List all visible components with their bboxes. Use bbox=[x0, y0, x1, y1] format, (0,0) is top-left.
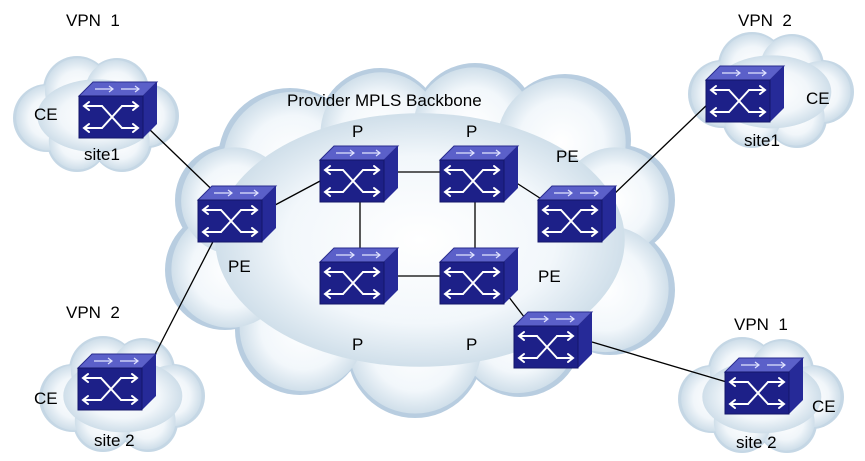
p-label-bottom-right: P bbox=[466, 335, 477, 354]
vpn-label-bottom-left: VPN 2 bbox=[66, 303, 120, 322]
ce-label-bottom-left: CE bbox=[34, 389, 58, 408]
backbone-title: Provider MPLS Backbone bbox=[287, 91, 482, 110]
p-label-top-right: P bbox=[466, 122, 477, 141]
vpn-label-top-left: VPN 1 bbox=[66, 11, 120, 30]
switch-icon-ce-vpn1-site1[interactable] bbox=[78, 81, 158, 139]
vpn-label-top-right: VPN 2 bbox=[738, 11, 792, 30]
switch-icon-pe-left[interactable] bbox=[197, 185, 277, 243]
switch-icon-p-top-left[interactable] bbox=[319, 145, 399, 203]
site-label-bottom-left: site 2 bbox=[94, 431, 135, 450]
site-label-bottom-right: site 2 bbox=[736, 433, 777, 452]
site-label-top-right: site1 bbox=[744, 131, 780, 150]
switch-icon-p-bottom-left[interactable] bbox=[319, 247, 399, 305]
ce-label-bottom-right: CE bbox=[812, 397, 836, 416]
switch-icon-p-top-right[interactable] bbox=[439, 145, 519, 203]
switch-icon-p-bottom-right[interactable] bbox=[439, 247, 519, 305]
pe-label-mid-right: PE bbox=[538, 267, 561, 286]
p-label-bottom-left: P bbox=[352, 335, 363, 354]
ce-label-top-right: CE bbox=[806, 89, 830, 108]
switch-icon-ce-vpn1-site2[interactable] bbox=[724, 357, 804, 415]
link-pe-mr-ce-vpn1s2 bbox=[591, 341, 731, 384]
site-label-top-left: site1 bbox=[84, 145, 120, 164]
p-label-top-left: P bbox=[352, 122, 363, 141]
switch-icon-ce-vpn2-site2[interactable] bbox=[77, 353, 157, 411]
pe-label-left: PE bbox=[228, 257, 251, 276]
link-pe-tr-ce-vpn2s1 bbox=[611, 101, 711, 197]
switch-icon-pe-mid-right[interactable] bbox=[513, 311, 593, 369]
switch-icon-ce-vpn2-site1[interactable] bbox=[705, 65, 785, 123]
link-pe-left-site2 bbox=[147, 227, 221, 369]
ce-label-top-left: CE bbox=[34, 105, 58, 124]
switch-icon-pe-top-right[interactable] bbox=[537, 185, 617, 243]
vpn-label-bottom-right: VPN 1 bbox=[734, 315, 788, 334]
pe-label-top-right: PE bbox=[556, 147, 579, 166]
